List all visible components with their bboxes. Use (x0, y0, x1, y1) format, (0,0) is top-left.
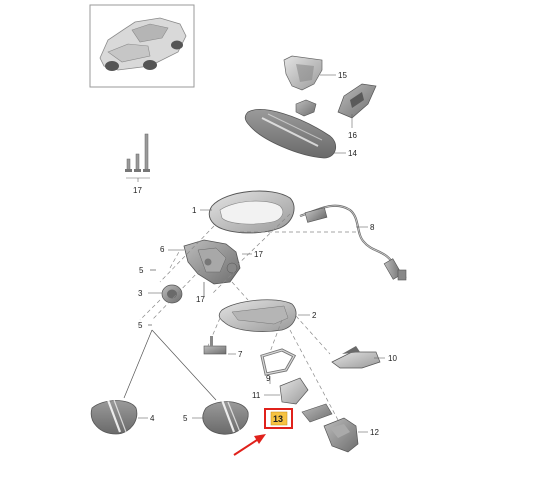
part-13-clip (301, 403, 333, 423)
part-8-cable-harness (299, 204, 407, 281)
callout-12: 12 (370, 428, 379, 437)
sports-car-icon (99, 17, 187, 71)
callout-5-middle: 5 (138, 321, 143, 330)
callout-7: 7 (238, 350, 243, 359)
part-7-connector (203, 336, 236, 355)
callout-17-adjuster: 17 (254, 250, 263, 259)
part-14-interior-mirror (244, 99, 346, 159)
part-15-cover (283, 55, 336, 91)
callout-2: 2 (312, 311, 317, 320)
callout-14: 14 (348, 149, 357, 158)
part-5-mirror-glass (192, 399, 249, 435)
part-12-housing-lower (323, 417, 368, 453)
highlight-fill (270, 411, 288, 426)
part-1-mirror-cap (200, 190, 295, 234)
part-4-mirror-glass (90, 399, 148, 435)
callout-labels: 15 16 14 17 1 8 6 17 5 3 17 2 5 7 10 9 1… (133, 71, 397, 437)
part-10-bracket (331, 346, 385, 369)
callout-3: 3 (138, 289, 143, 298)
callout-4: 4 (150, 414, 155, 423)
callout-5-lower: 5 (183, 414, 188, 423)
callout-15: 15 (338, 71, 347, 80)
part-16-trim (337, 83, 377, 128)
callout-9: 9 (266, 374, 271, 383)
part-6-adjuster-unit (168, 239, 252, 285)
callout-11: 11 (252, 391, 261, 400)
callout-5-upper: 5 (139, 266, 144, 275)
part-11-cover-plate (264, 377, 309, 405)
red-pointer-arrow-icon (233, 434, 266, 456)
callout-17-bolts: 17 (133, 186, 142, 195)
highlight-box (264, 408, 293, 429)
part-2-mirror-base (218, 299, 310, 332)
vehicle-thumbnail (89, 4, 195, 88)
callout-13: 13 (273, 414, 283, 424)
callout-17-motor: 17 (196, 295, 205, 304)
callout-10: 10 (388, 354, 397, 363)
callout-1: 1 (192, 206, 197, 215)
assembly-guide-lines (139, 213, 360, 421)
callout-8: 8 (370, 223, 375, 232)
callout-16: 16 (348, 131, 357, 140)
callout-6: 6 (160, 245, 165, 254)
leader-lines (123, 269, 217, 401)
part-17-bolts (125, 133, 150, 182)
part-3-motor (148, 284, 183, 304)
part-9-seal (260, 348, 297, 384)
highlighted-part-callout[interactable]: 13 (264, 408, 293, 429)
